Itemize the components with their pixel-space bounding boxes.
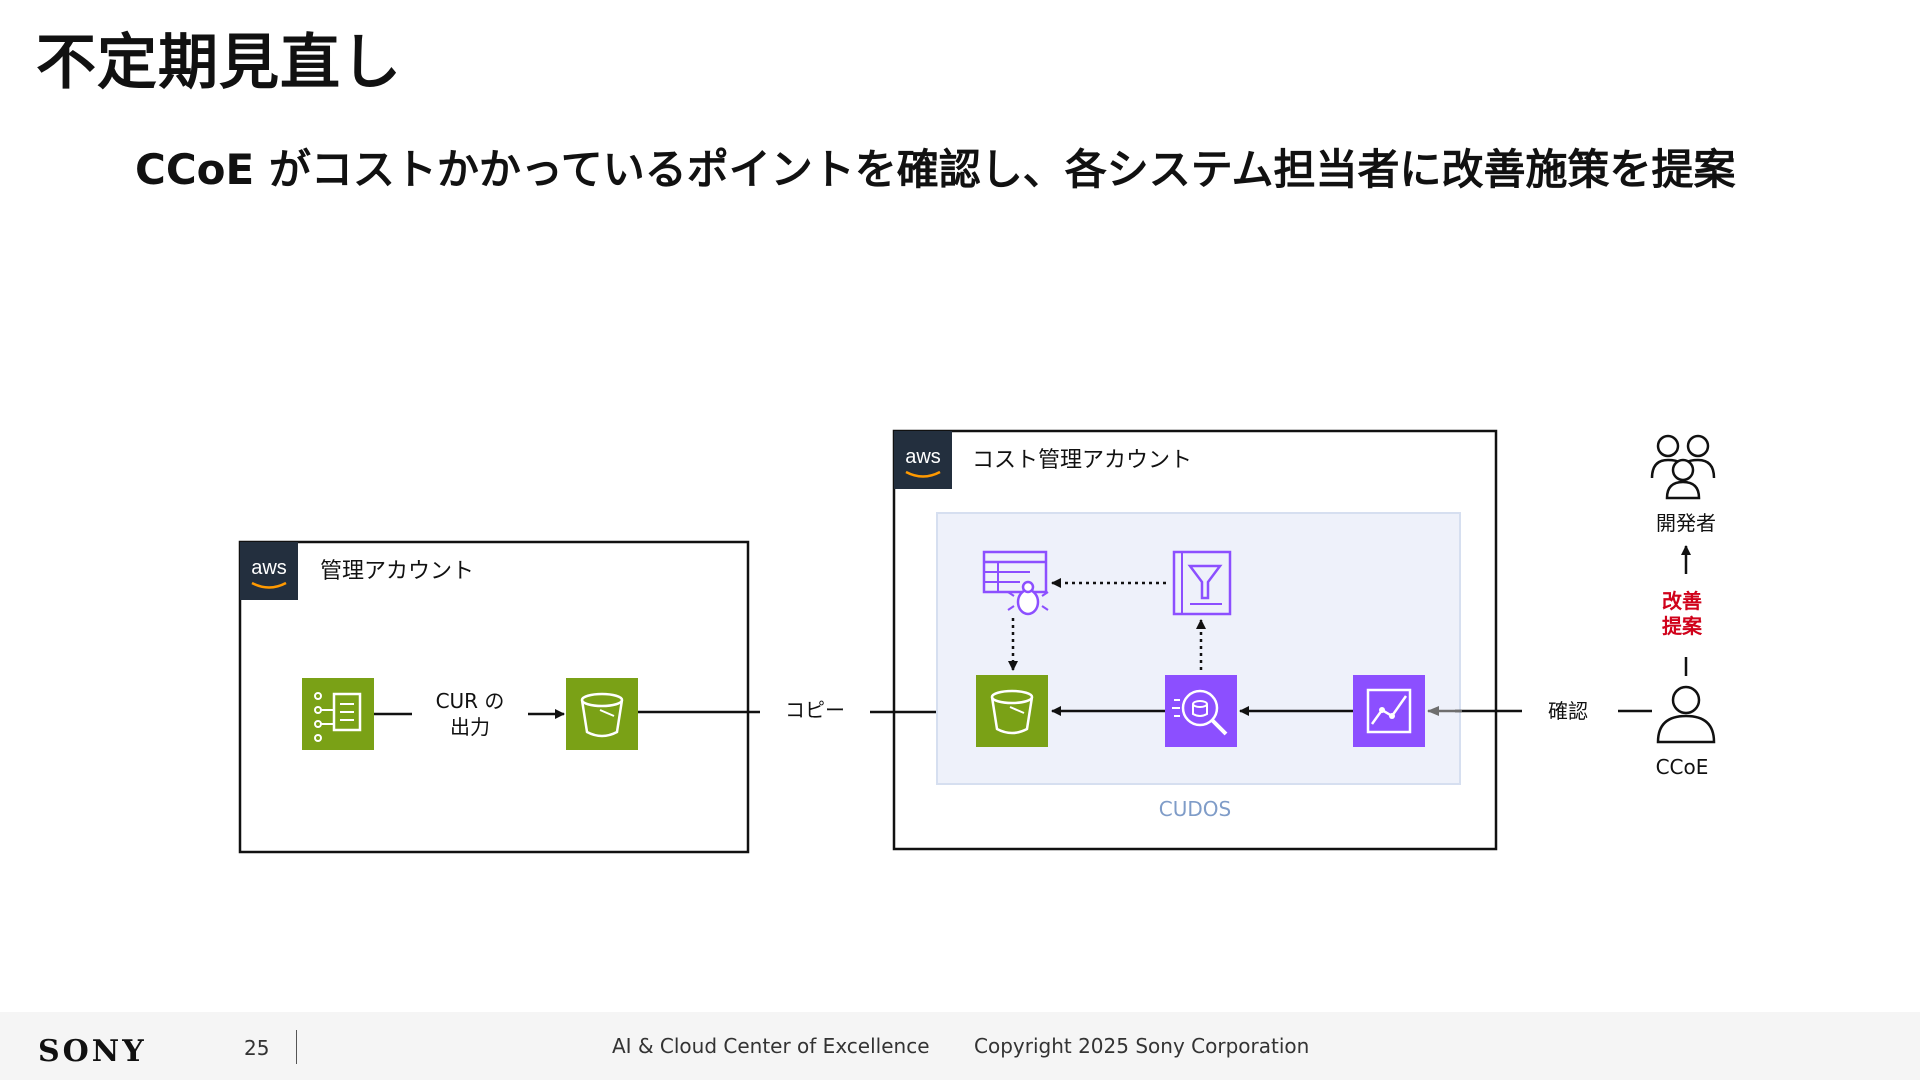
user-group-icon [1650, 434, 1716, 500]
cost-usage-report-icon [302, 678, 374, 750]
svg-text:aws: aws [905, 446, 941, 468]
cost-account-label: コスト管理アカウント [972, 448, 1192, 473]
user-icon [1656, 685, 1716, 744]
glue-crawler-icon [1172, 550, 1232, 616]
s3-bucket-icon [566, 678, 638, 750]
brand-logo: SONY [38, 1034, 147, 1069]
management-account-label: 管理アカウント [320, 559, 474, 584]
architecture-diagram: aws 管理アカウント CUR の 出力 コピー aws [238, 429, 1716, 854]
cudos-label: CUDOS [1159, 797, 1231, 821]
developer-label: 開発者 [1656, 511, 1716, 535]
cost-account-box: aws コスト管理アカウント [892, 429, 1498, 851]
footer-divider [296, 1030, 297, 1064]
svg-text:aws: aws [251, 557, 287, 579]
footer-organization: AI & Cloud Center of Excellence [612, 1034, 930, 1058]
footer: SONY 25 AI & Cloud Center of Excellence … [0, 1012, 1920, 1080]
footer-copyright: Copyright 2025 Sony Corporation [974, 1034, 1310, 1058]
aws-badge: aws [240, 542, 298, 600]
aws-badge-2: aws [894, 431, 952, 489]
confirm-label: 確認 [1548, 699, 1588, 723]
cur-output-label: CUR の [436, 689, 505, 713]
page-subtitle: CCoE がコストかかっているポイントを確認し、各システム担当者に改善施策を提案 [135, 145, 1736, 194]
improvement-proposal-label-2: 提案 [1662, 614, 1703, 638]
s3-bucket-icon-cudos [976, 675, 1048, 747]
improvement-proposal-label: 改善 [1662, 589, 1702, 613]
athena-icon [1165, 675, 1237, 747]
cur-output-label-2: 出力 [450, 715, 490, 739]
quicksight-icon [1353, 675, 1425, 747]
page-number: 25 [244, 1036, 270, 1060]
ccoe-label: CCoE [1656, 755, 1709, 779]
copy-label: コピー [785, 698, 845, 722]
page-title: 不定期見直し [36, 28, 402, 98]
cudos-group: CUDOS [936, 512, 1461, 821]
glue-data-catalog-icon [982, 550, 1049, 616]
